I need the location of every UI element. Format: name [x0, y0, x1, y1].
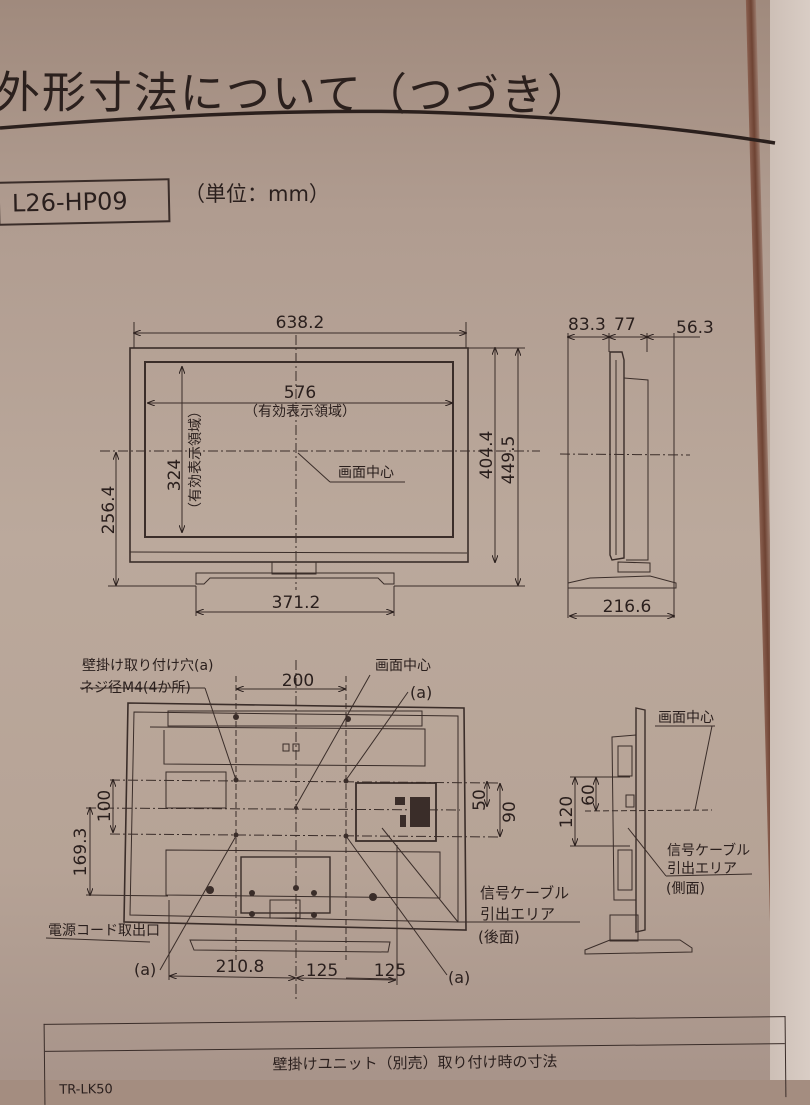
dim-center-height: 256.4 — [99, 486, 119, 535]
dim-hole-spacing-v: 100 — [95, 790, 115, 822]
side-signal-label-2: 引出エリア — [667, 861, 737, 877]
hole-marker-left: (a) — [134, 960, 157, 979]
screen-center-label: 画面中心 — [338, 465, 394, 481]
wall-mount-hole-label: 壁掛け取り付け穴(a) — [82, 658, 214, 674]
side-view — [559, 333, 700, 618]
dim-offset-right: 125 — [374, 961, 406, 981]
side-ports-view — [570, 707, 753, 955]
hole-marker-top: (a) — [410, 683, 433, 702]
rear-signal-label-1: 信号ケーブル — [480, 884, 570, 902]
dim-stand-width: 371.2 — [272, 593, 321, 613]
next-page — [770, 0, 810, 1080]
dim-center-to-bottom: 169.3 — [71, 828, 91, 877]
dim-screen-width: 576 — [284, 383, 316, 403]
dim-body-height: 404.4 — [477, 431, 497, 480]
dim-side-inner: 60 — [579, 784, 599, 806]
screen-width-note: （有効表示領域） — [244, 403, 356, 420]
rear-view — [45, 660, 580, 1000]
dim-port-lower: 90 — [500, 801, 520, 823]
dim-depth-rear: 56.3 — [676, 318, 714, 338]
screw-label: ネジ径M4(4か所) — [80, 680, 191, 696]
power-cord-label: 電源コード取出口 — [48, 923, 160, 939]
dim-stand-depth: 216.6 — [603, 597, 652, 617]
rear-signal-label-2: 引出エリア — [480, 905, 556, 923]
table-first-cell: TR-LK50 — [59, 1082, 113, 1098]
screen-height-note: （有効表示領域） — [187, 404, 204, 516]
wall-unit-table: 壁掛けユニット（別売）取り付け時の寸法 TR-LK50 — [43, 1016, 787, 1105]
dimension-drawings: 638.2 576 （有効表示領域） 324 （有効表示領域） 404.4 44… — [45, 313, 753, 1000]
rear-center-label: 画面中心 — [375, 658, 431, 674]
dim-offset-left: 210.8 — [216, 957, 265, 977]
front-view — [100, 322, 540, 616]
dim-depth-front: 83.3 — [568, 315, 606, 335]
dim-overall-width: 638.2 — [276, 313, 325, 333]
dim-side-outer: 120 — [557, 796, 577, 828]
side-signal-label-3: (側面) — [666, 881, 705, 897]
dim-hole-spacing-h: 200 — [282, 671, 314, 691]
dim-depth-mid: 77 — [614, 315, 636, 335]
table-header: 壁掛けユニット（別売）取り付け時の寸法 — [44, 1043, 786, 1082]
unit-label: （単位：mm） — [184, 182, 330, 206]
hole-marker-right: (a) — [448, 968, 471, 987]
dim-screen-height: 324 — [165, 459, 185, 491]
rear-signal-label-3: (後面) — [478, 928, 520, 946]
dim-overall-height: 449.5 — [499, 436, 519, 485]
dim-offset-mid: 125 — [306, 961, 338, 981]
dim-port-upper: 50 — [470, 789, 490, 811]
side-center-label: 画面中心 — [658, 710, 714, 726]
side-signal-label-1: 信号ケーブル — [667, 843, 751, 859]
